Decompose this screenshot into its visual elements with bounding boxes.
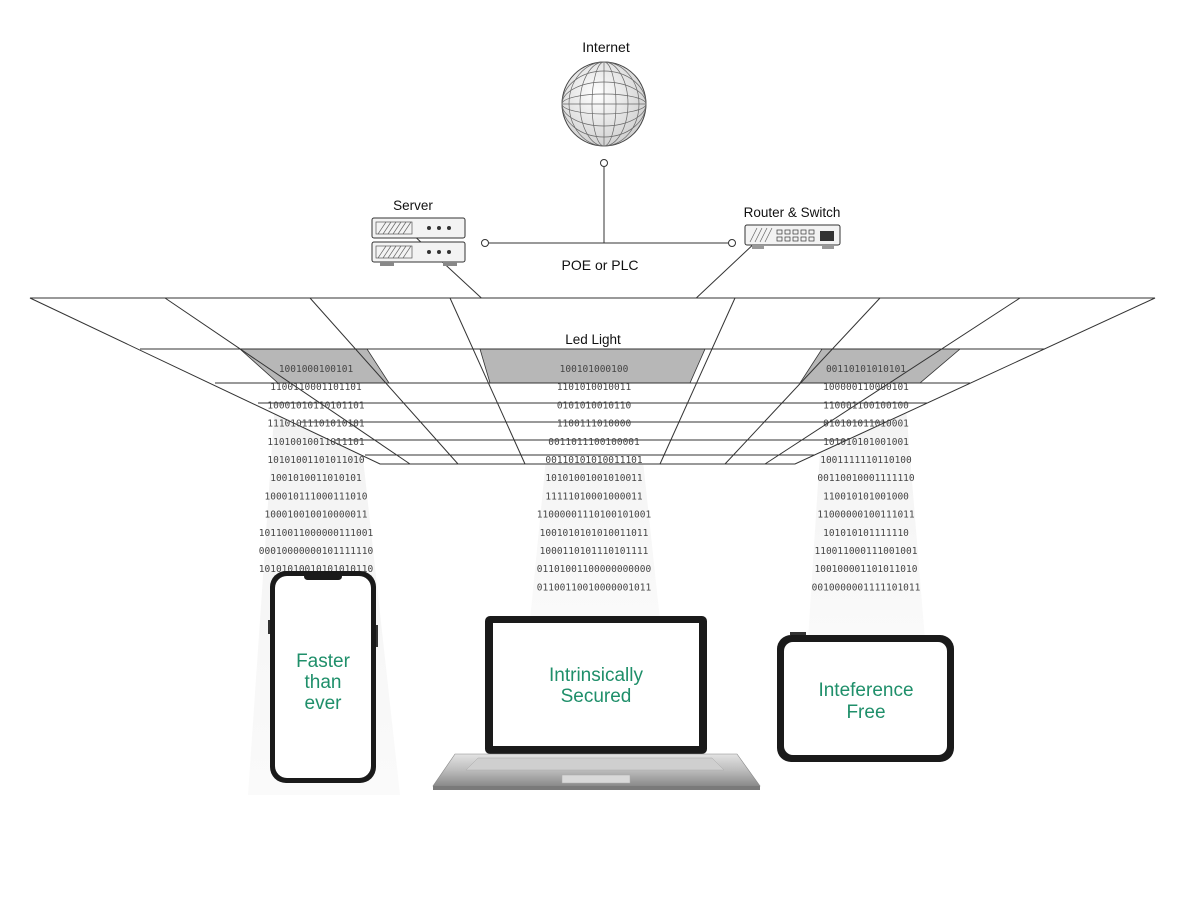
binary-row: 100101000100 <box>560 364 629 375</box>
binary-row: 1001111110110100 <box>820 455 912 466</box>
server-icon <box>371 217 466 266</box>
binary-row: 10101001001010011 <box>545 473 643 484</box>
phone-text-line-1: Faster <box>296 651 351 672</box>
binary-row: 00010000000101111110 <box>259 546 374 557</box>
binary-row: 0101010010110 <box>557 400 632 411</box>
binary-row: 10001010110101101 <box>267 400 365 411</box>
binary-stream-center: 100101000100 1101010010011 0101010010110 11… <box>537 364 652 593</box>
binary-stream-right: 00110101010101 100000110000101 11000110010… <box>812 364 921 593</box>
binary-row: 0010000001111101011 <box>812 582 921 593</box>
ceiling-grid <box>29 297 1156 465</box>
internet-label: Internet <box>582 39 630 55</box>
binary-row: 01100110010000001011 <box>537 582 652 593</box>
laptop-text-line-2: Secured <box>561 686 632 707</box>
binary-row: 1000110101110101111 <box>540 546 649 557</box>
binary-row: 10101001101011010 <box>267 455 365 466</box>
internet-globe-icon <box>561 61 647 147</box>
binary-row: 00110010001111110 <box>817 473 915 484</box>
binary-row: 101010101001001 <box>823 437 909 448</box>
router-switch-icon <box>744 224 841 249</box>
binary-row: 110011000111001001 <box>815 546 918 557</box>
poe-plc-label: POE or PLC <box>561 257 638 273</box>
server-label: Server <box>393 198 433 213</box>
binary-row: 101010101111110 <box>823 528 909 539</box>
tablet-text-line-2: Free <box>846 702 885 723</box>
binary-row: 0011011100100001 <box>548 437 640 448</box>
laptop-text-line-1: Intrinsically <box>549 665 643 686</box>
binary-row: 1100110001101101 <box>270 382 362 393</box>
binary-row: 1001000100101 <box>279 364 354 375</box>
binary-row: 11111010001000011 <box>545 491 643 502</box>
binary-row: 100100001101011010 <box>815 564 918 575</box>
tablet-text-line-1: Inteference <box>818 680 913 701</box>
binary-row: 100010111000111010 <box>265 491 368 502</box>
binary-row: 1001010011010101 <box>270 473 362 484</box>
binary-row: 11101011101010101 <box>267 419 365 430</box>
binary-row: 1001010101010011011 <box>540 528 649 539</box>
phone-text-line-2: than <box>305 672 342 693</box>
led-light-label: Led Light <box>565 332 621 347</box>
binary-row: 10101010010101010110 <box>259 564 374 575</box>
binary-row: 10110011000000111001 <box>259 528 374 539</box>
binary-row: 11000001110100101001 <box>537 510 652 521</box>
binary-row: 00110101010101 <box>826 364 906 375</box>
binary-row: 100010010010000011 <box>265 510 368 521</box>
tablet-device: Inteference Free <box>777 632 954 762</box>
smartphone-device: Faster than ever <box>268 571 378 783</box>
binary-row: 11010010011011101 <box>267 437 365 448</box>
binary-row: 00110101010011101 <box>545 455 643 466</box>
router-switch-label: Router & Switch <box>744 205 841 220</box>
laptop-device: Intrinsically Secured <box>432 616 761 790</box>
binary-row: 1100111010000 <box>557 419 632 430</box>
binary-row: 110010101001000 <box>823 491 909 502</box>
binary-row: 110001100100100 <box>823 400 909 411</box>
binary-row: 11000000100111011 <box>817 510 915 521</box>
phone-text-line-3: ever <box>305 693 343 714</box>
binary-row: 01101001100000000000 <box>537 564 652 575</box>
binary-stream-left: 1001000100101 1100110001101101 10001010110… <box>259 364 374 575</box>
binary-row: 010101011010001 <box>823 419 909 430</box>
binary-row: 100000110000101 <box>823 382 909 393</box>
binary-row: 1101010010011 <box>557 382 632 393</box>
